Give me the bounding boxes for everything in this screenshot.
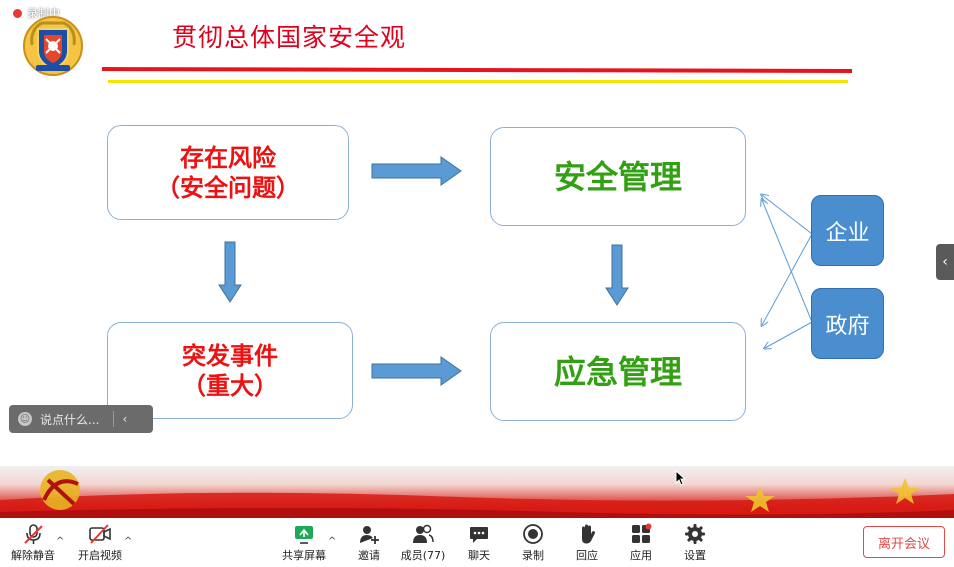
camera-off-icon (89, 524, 111, 544)
enterprise-badge: 企业 (811, 195, 884, 266)
members-label: 成员(77) (400, 549, 446, 562)
chat-button[interactable]: 聊天 (449, 518, 509, 567)
start-video-button[interactable]: 开启视频 (70, 518, 130, 567)
microphone-muted-icon (24, 524, 43, 544)
chevron-up-icon[interactable]: ^ (56, 536, 65, 547)
arrow-down-left-icon (218, 241, 242, 303)
gear-icon (685, 524, 705, 544)
hand-reaction-icon (582, 524, 595, 544)
chat-separator (113, 411, 115, 427)
react-button[interactable]: 回应 (557, 518, 617, 567)
unmute-button[interactable]: 解除静音 (3, 518, 63, 567)
record-icon (523, 524, 543, 544)
slide-title: 贯彻总体国家安全观 (172, 23, 407, 52)
record-button[interactable]: 录制 (503, 518, 563, 567)
fire-rescue-emblem-icon (23, 16, 83, 76)
hammer-sickle-icon (40, 470, 80, 510)
risk-line1: 存在风险 (180, 143, 276, 172)
government-badge: 政府 (811, 288, 884, 359)
chevron-left-icon[interactable]: ‹ (122, 412, 128, 426)
incident-box: 突发事件 （重大） (107, 322, 353, 419)
emergency-management-box: 应急管理 (490, 322, 746, 421)
title-yellow-rule (108, 80, 848, 83)
chevron-left-icon: ‹ (942, 254, 948, 270)
security-management-box: 安全管理 (490, 127, 746, 226)
arrow-down-right-icon (605, 244, 629, 306)
incident-line2: （重大） (182, 371, 278, 400)
incident-line1: 突发事件 (182, 341, 278, 370)
chat-label: 聊天 (468, 549, 490, 562)
chat-input-bar[interactable]: ☺ 说点什么... ‹ (9, 405, 153, 433)
mouse-cursor-icon (675, 470, 687, 486)
chat-input-placeholder[interactable]: 说点什么... (40, 412, 100, 427)
share-screen-button[interactable]: 共享屏幕 (274, 518, 334, 567)
actor-connector-lines (0, 0, 813, 518)
start-video-label: 开启视频 (78, 549, 122, 562)
risk-line2: （安全问题） (156, 173, 300, 202)
invite-label: 邀请 (358, 549, 380, 562)
record-dot-icon (12, 7, 23, 19)
meeting-toolbar: 解除静音 ^ 开启视频 ^ 共享屏幕 ^ (0, 518, 954, 567)
react-label: 回应 (576, 549, 598, 562)
share-screen-icon (295, 526, 313, 544)
apps-grid-icon (632, 523, 652, 543)
unmute-label: 解除静音 (11, 549, 55, 562)
members-icon (413, 524, 434, 543)
emergency-management-label: 应急管理 (553, 352, 682, 391)
side-panel-toggle[interactable]: ‹ (936, 244, 954, 280)
settings-button[interactable]: 设置 (665, 518, 725, 567)
arrow-right-top-icon (371, 156, 462, 186)
invite-button[interactable]: 邀请 (339, 518, 399, 567)
security-management-label: 安全管理 (553, 157, 682, 196)
risk-box: 存在风险 （安全问题） (107, 125, 349, 220)
apps-button[interactable]: 应用 (611, 518, 671, 567)
shared-slide: 录制中 贯彻总体国家安全观 存在风险 （安全问题） 安全管理 突发事件 （重大）… (0, 0, 954, 518)
record-label: 录制 (522, 549, 544, 562)
party-banner-footer (0, 466, 954, 518)
members-button[interactable]: 成员(77) (393, 518, 453, 567)
leave-meeting-button[interactable]: 离开会议 (863, 526, 945, 558)
chevron-up-icon[interactable]: ^ (328, 536, 337, 547)
apps-label: 应用 (630, 549, 652, 562)
arrow-right-bottom-icon (371, 356, 462, 386)
share-screen-label: 共享屏幕 (282, 549, 326, 562)
chat-bubble-icon (470, 527, 488, 543)
settings-label: 设置 (684, 549, 706, 562)
add-user-icon (360, 526, 379, 544)
star-icon (745, 478, 920, 512)
chevron-up-icon[interactable]: ^ (124, 536, 133, 547)
emoji-icon[interactable]: ☺ (18, 412, 32, 426)
